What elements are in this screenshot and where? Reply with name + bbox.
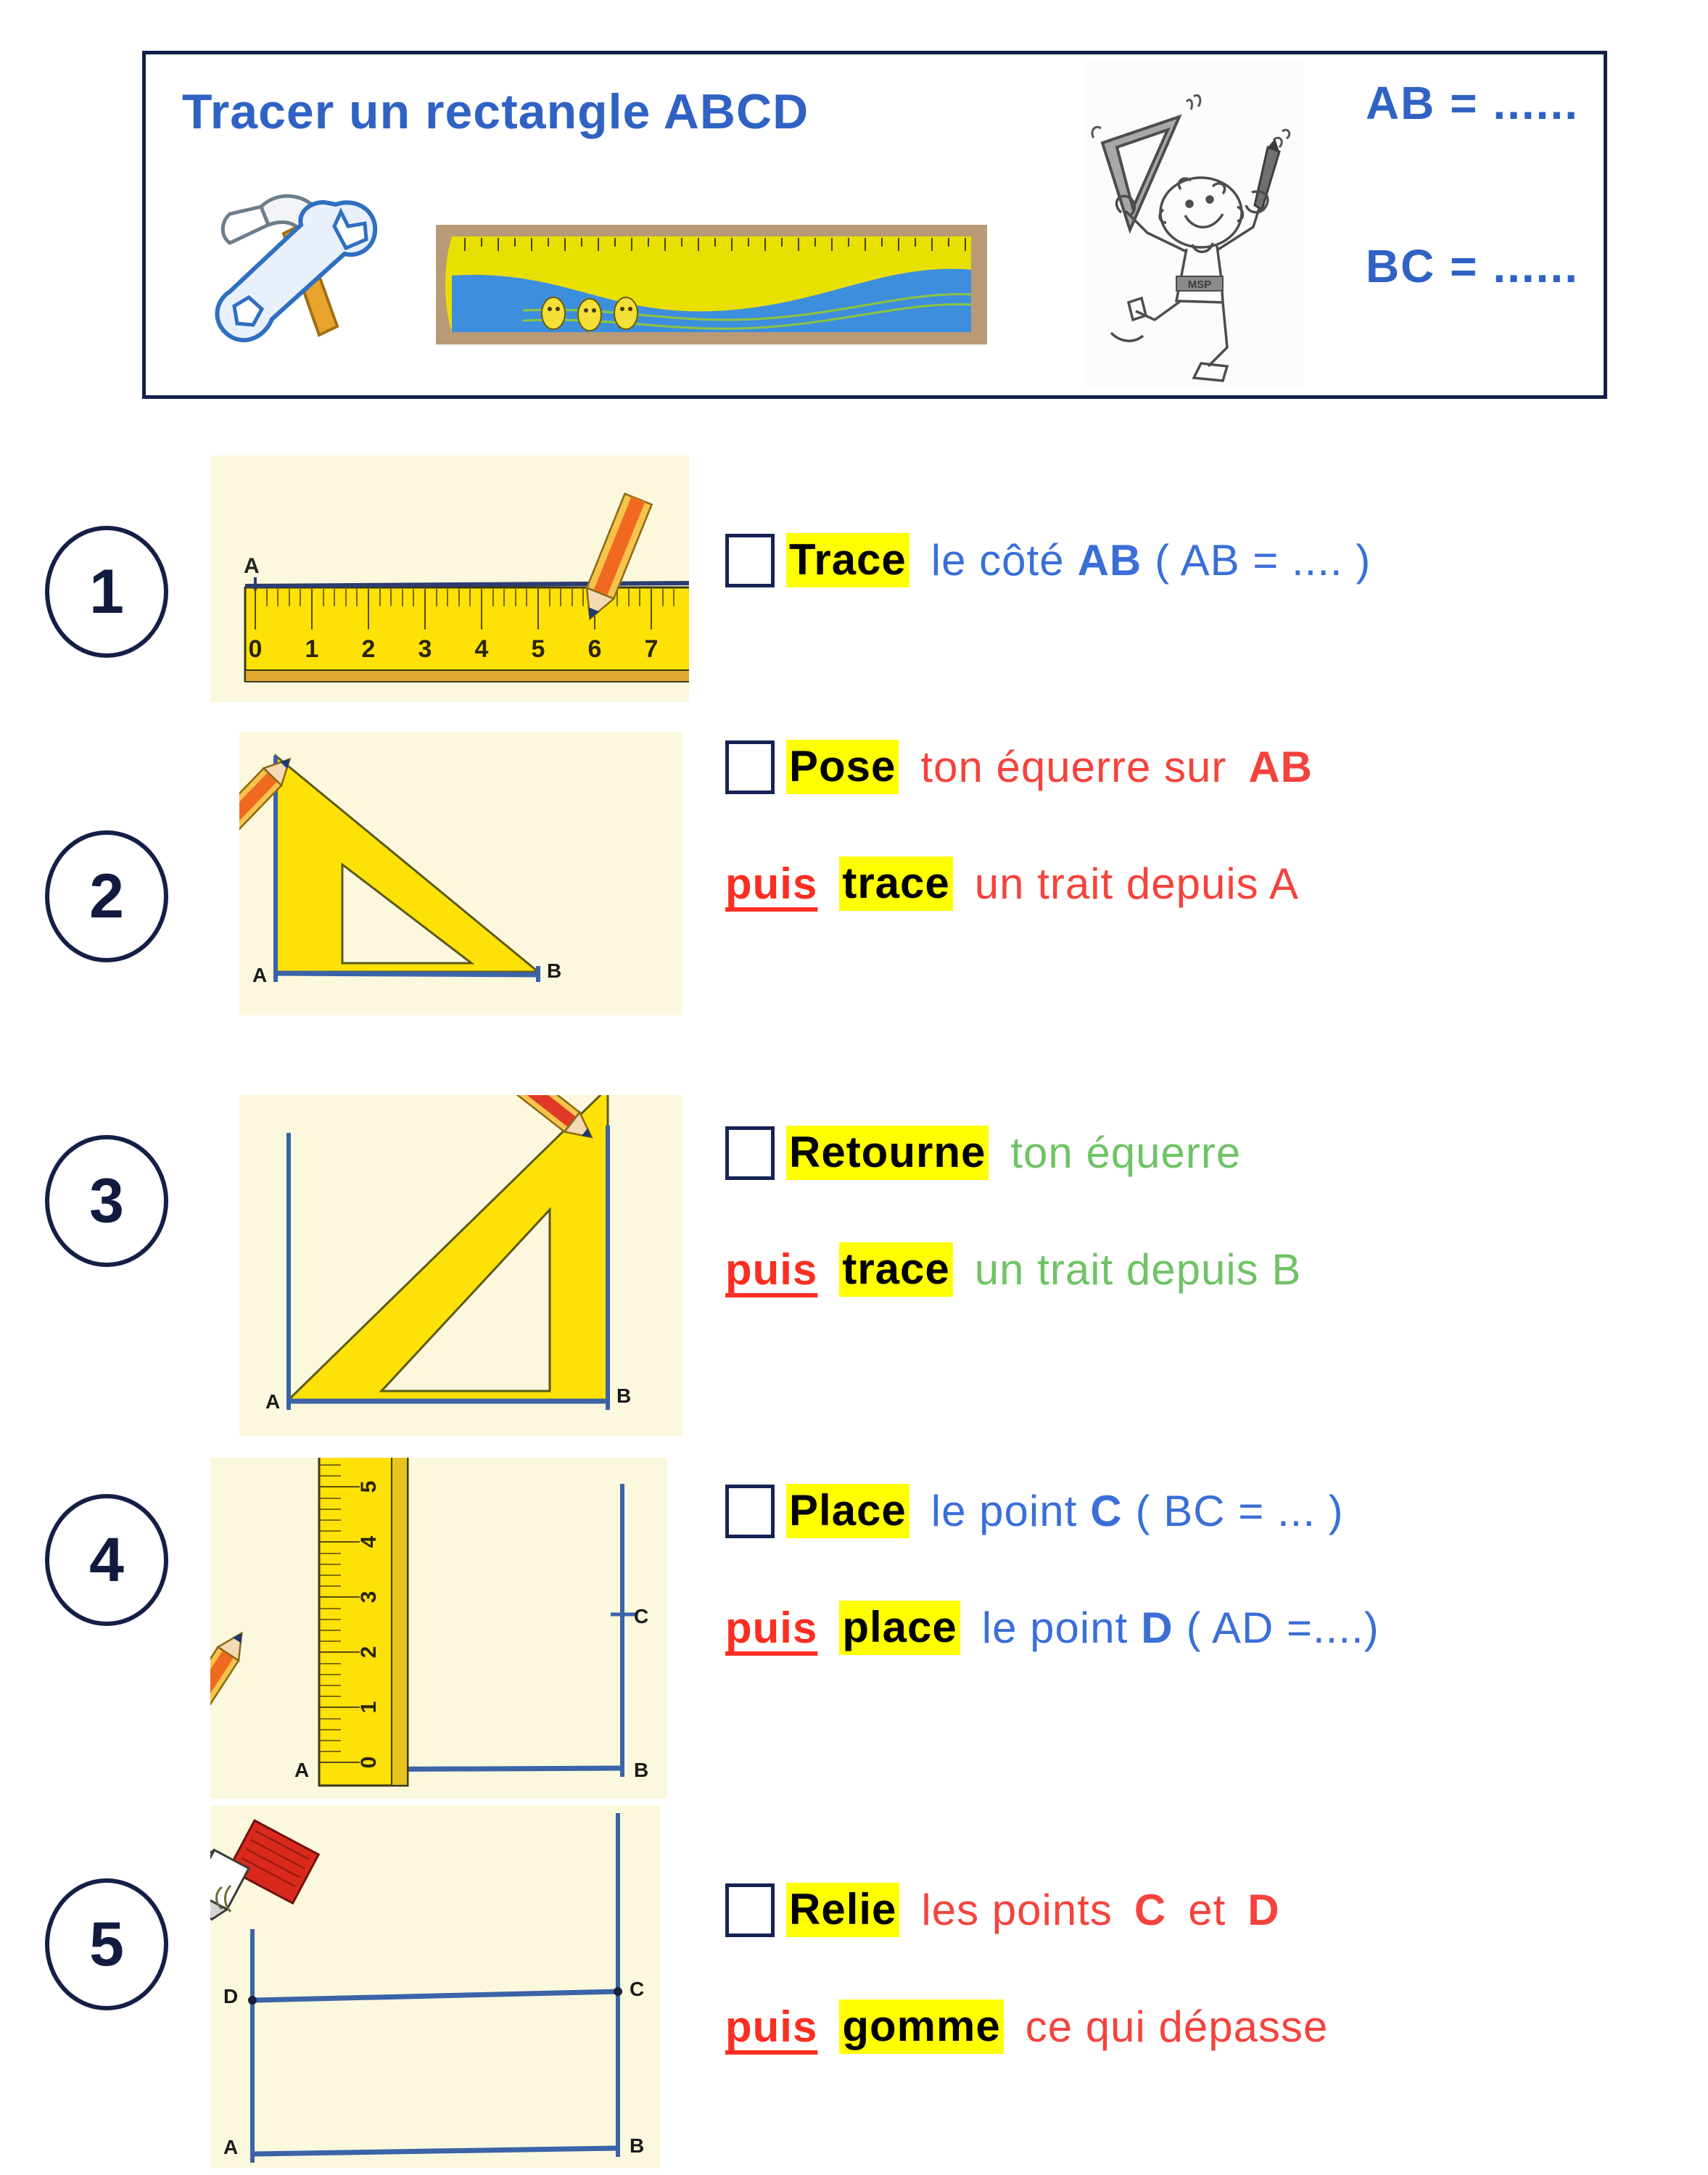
cartoon-boy-with-set-square-icon: MSP: [1085, 62, 1303, 388]
svg-text:2: 2: [362, 635, 376, 663]
svg-text:0: 0: [357, 1757, 381, 1769]
svg-text:A: A: [294, 1759, 309, 1781]
page-title: Tracer un rectangle ABCD: [182, 84, 809, 139]
step-number-badge-3: 3: [45, 1135, 168, 1267]
step-number-badge-2: 2: [45, 830, 168, 962]
svg-text:5: 5: [532, 635, 545, 663]
svg-text:2: 2: [357, 1646, 381, 1659]
measurement-blank: ( BC = ... ): [1135, 1487, 1344, 1535]
instruction-text: ton équerre: [1010, 1128, 1242, 1177]
svg-text:6: 6: [588, 635, 602, 663]
header-box: Tracer un rectangle ABCD AB = ...... BC …: [142, 51, 1607, 399]
svg-text:1: 1: [357, 1701, 381, 1714]
instruction-text: ton équerre sur: [920, 743, 1227, 791]
step-image-2: A B: [239, 732, 682, 1015]
action-keyword: gomme: [839, 1999, 1004, 2054]
step-checkbox-5[interactable]: [725, 1883, 775, 1937]
action-keyword: trace: [839, 857, 953, 911]
svg-text:4: 4: [475, 635, 489, 663]
action-keyword: Place: [786, 1484, 909, 1538]
step-checkbox-4[interactable]: [725, 1484, 775, 1538]
svg-text:A: A: [244, 554, 260, 578]
measurement-blank: ( AB = .... ): [1155, 536, 1371, 585]
svg-text:5: 5: [357, 1481, 381, 1493]
header-ab-field: AB = ......: [1365, 77, 1579, 129]
action-keyword: Relie: [786, 1883, 900, 1937]
svg-text:C: C: [630, 1978, 644, 2000]
puis-keyword: puis: [725, 859, 818, 908]
action-keyword: Retourne: [786, 1126, 989, 1180]
svg-text:4: 4: [357, 1535, 381, 1548]
svg-text:B: B: [547, 959, 561, 982]
step-checkbox-2[interactable]: [725, 740, 775, 794]
point-label: D: [1141, 1604, 1173, 1652]
instruction-text: le point: [931, 1487, 1078, 1535]
puis-keyword: puis: [725, 2002, 818, 2051]
instruction-line-secondary: puis trace un trait depuis B: [725, 1242, 1683, 1297]
svg-text:B: B: [630, 2134, 644, 2157]
segment-label: AB: [1077, 536, 1142, 585]
action-keyword: trace: [839, 1242, 953, 1297]
puis-keyword: puis: [725, 1604, 818, 1652]
step-image-3: A B: [239, 1095, 682, 1436]
svg-text:1: 1: [305, 635, 319, 663]
action-keyword: Pose: [786, 740, 899, 794]
instruction-text: le côté: [931, 536, 1065, 585]
instruction-line: Pose ton équerre sur AB: [725, 740, 1683, 794]
step-number-badge-4: 4: [45, 1494, 168, 1626]
step-text-2: Pose ton équerre sur AB puis trace un trait …: [725, 740, 1683, 911]
svg-text:D: D: [223, 1985, 238, 2007]
instruction-line-secondary: puis gomme ce qui dépasse: [725, 1999, 1690, 2054]
svg-text:3: 3: [418, 635, 432, 663]
step-number-badge-5: 5: [45, 1878, 168, 2010]
svg-text:3: 3: [357, 1591, 381, 1604]
svg-text:A: A: [265, 1390, 280, 1413]
svg-text:7: 7: [645, 635, 659, 663]
instruction-text: les points: [921, 1886, 1113, 1934]
conjunction: et: [1188, 1886, 1226, 1934]
point-label: C: [1090, 1487, 1123, 1535]
svg-text:A: A: [252, 964, 267, 986]
puis-keyword: puis: [725, 1245, 818, 1294]
instruction-text: ce qui dépasse: [1025, 2002, 1329, 2051]
step-image-4: C B A: [210, 1458, 667, 1799]
segment-label: AB: [1248, 743, 1313, 791]
step-checkbox-1[interactable]: [725, 533, 775, 587]
svg-text:B: B: [616, 1384, 631, 1407]
instruction-line: Retourne ton équerre: [725, 1126, 1683, 1180]
point-label-c: C: [1134, 1886, 1167, 1934]
ruler-photo: [436, 225, 987, 344]
step-text-3: Retourne ton équerre puis trace un trait de…: [725, 1126, 1683, 1297]
svg-text:A: A: [223, 2136, 238, 2158]
action-keyword: place: [839, 1601, 960, 1655]
point-label-d: D: [1247, 1886, 1280, 1934]
svg-text:C: C: [634, 1605, 648, 1627]
step-checkbox-3[interactable]: [725, 1126, 775, 1180]
measurement-blank: ( AD =....): [1186, 1604, 1379, 1652]
instruction-text: un trait depuis B: [974, 1245, 1302, 1294]
step-image-1: A: [210, 455, 689, 702]
svg-text:MSP: MSP: [1188, 278, 1212, 291]
instruction-text: le point: [981, 1604, 1129, 1652]
header-bc-field: BC = ......: [1365, 240, 1579, 292]
step-image-5: D C A B: [210, 1806, 660, 2168]
instruction-text: un trait depuis A: [974, 859, 1300, 908]
step-number-badge-1: 1: [45, 526, 168, 658]
action-keyword: Trace: [786, 533, 909, 587]
hammer-and-wrench-icon: [192, 181, 403, 363]
svg-text:0: 0: [249, 635, 263, 663]
svg-text:B: B: [634, 1759, 648, 1781]
instruction-line-secondary: puis trace un trait depuis A: [725, 857, 1683, 911]
